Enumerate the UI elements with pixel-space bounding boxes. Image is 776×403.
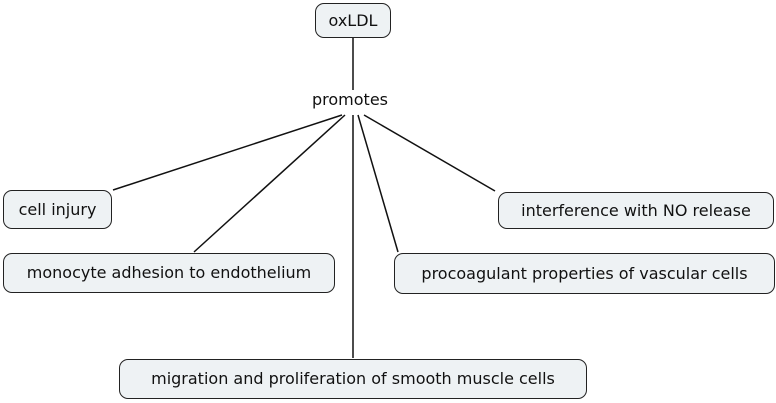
connector-phrase-to-no-release [363, 114, 496, 192]
concept-node-label: cell injury [18, 199, 97, 219]
concept-node-label: monocyte adhesion to endothelium [26, 263, 312, 282]
concept-node-procoagulant[interactable]: procoagulant properties of vascular cell… [394, 253, 775, 294]
concept-node-label: procoagulant properties of vascular cell… [421, 263, 748, 283]
connector-phrase-to-procoagulant [357, 114, 399, 253]
concept-node-label: oxLDL [328, 10, 378, 30]
connector-phrase-to-cell-injury [112, 114, 343, 191]
concept-node-no-release[interactable]: interference with NO release [498, 192, 774, 229]
linking-phrase-label: promotes [312, 90, 388, 109]
connector-phrase-to-monocyte-adhesion [193, 114, 346, 253]
linking-phrase-promotes[interactable]: promotes [308, 90, 392, 110]
concept-node-label: interference with NO release [521, 200, 751, 220]
concept-node-migration-proliferation[interactable]: migration and proliferation of smooth mu… [119, 359, 587, 399]
concept-node-label: migration and proliferation of smooth mu… [151, 369, 555, 388]
concept-node-oxldl[interactable]: oxLDL [315, 3, 391, 38]
concept-node-cell-injury[interactable]: cell injury [3, 190, 112, 229]
concept-node-monocyte-adhesion[interactable]: monocyte adhesion to endothelium [3, 253, 335, 293]
